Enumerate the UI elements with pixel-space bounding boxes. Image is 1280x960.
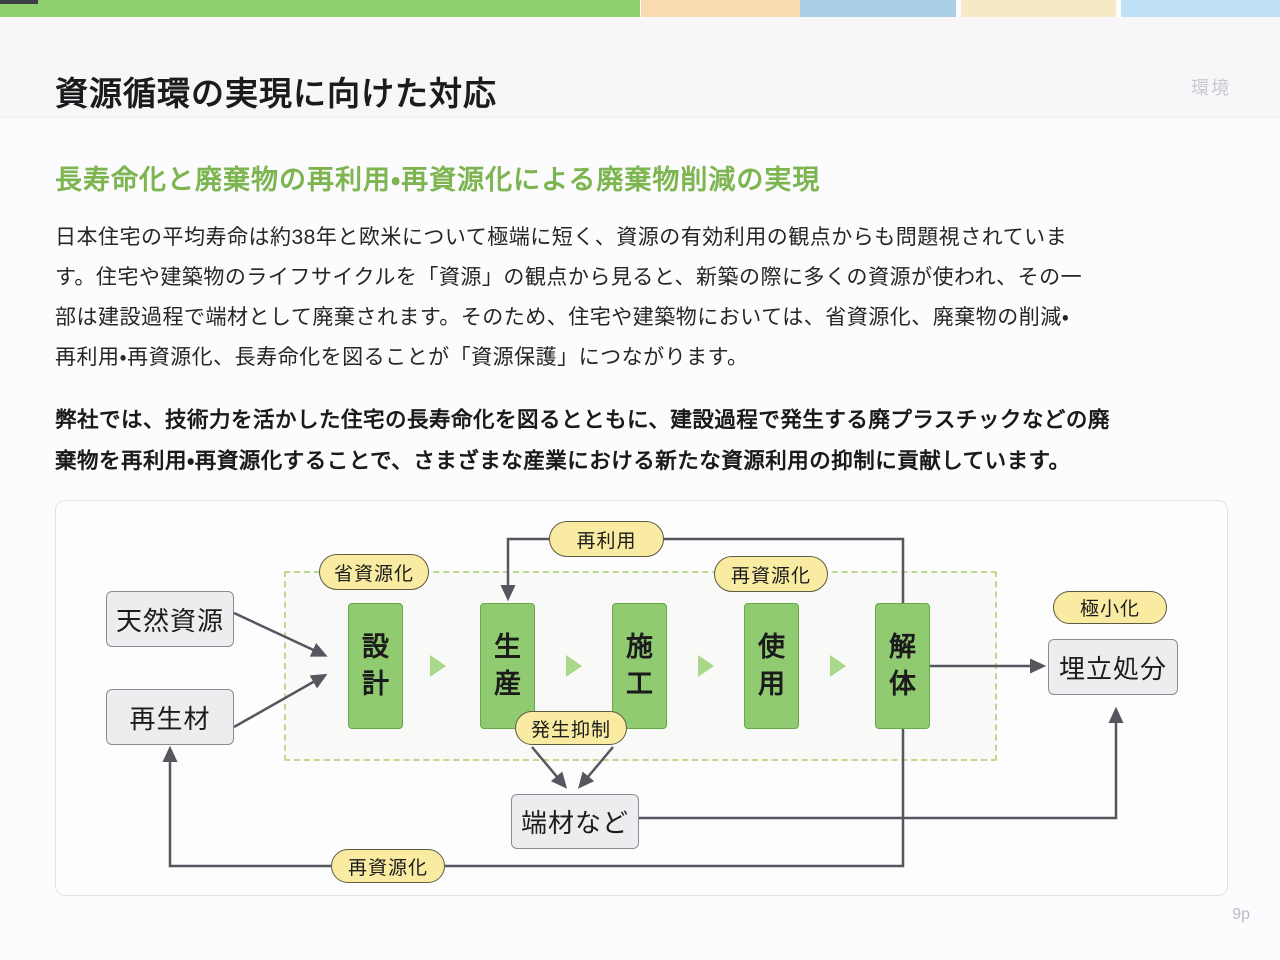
pill-reuse: 再利用 (549, 521, 664, 557)
recycled-to-design-line (233, 673, 328, 729)
flow-triangle-icon (430, 655, 446, 677)
source-box-recycled-material: 再生材 (106, 689, 234, 745)
topbar-segment-green (0, 0, 640, 17)
intro-paragraph: 日本住宅の平均寿命は約38年と欧米について極端に短く、資源の有効利用の観点からも… (55, 218, 1082, 378)
stage-box-demolition: 解体 (875, 603, 930, 729)
topbar-segment-peach (641, 0, 800, 17)
pill-recycle-bottom: 再資源化 (331, 849, 445, 883)
topbar-corner-mark (0, 0, 38, 4)
pill-recycle-top: 再資源化 (714, 556, 828, 592)
offcut-box: 端材など (511, 794, 639, 849)
stage-box-design: 設計 (348, 603, 403, 729)
section-heading: 長寿命化と廃棄物の再利用・再資源化による廃棄物削減の実現 (55, 165, 821, 195)
slide-header: 資源循環の実現に向けた対応 環境 (0, 17, 1280, 118)
emphasis-line: 棄物を再利用・再資源化することで、さまざまな産業における新たな資源利用の抑制に貢… (55, 449, 1071, 473)
intro-line: 部は建設過程で端材として廃棄されます。そのため、住宅や建築物においては、省資源化… (55, 306, 1070, 329)
topbar-segment-blue (800, 0, 956, 17)
intro-line: す。住宅や建築物のライフサイクルを「資源」の観点から見ると、新築の際に多くの資源… (55, 266, 1083, 289)
category-label: 環境 (1191, 78, 1231, 98)
stage-box-use: 使用 (744, 603, 799, 729)
pill-minimize: 極小化 (1053, 591, 1167, 624)
page-title: 資源循環の実現に向けた対応 (55, 75, 497, 112)
pill-save-resources: 省資源化 (319, 554, 429, 590)
offcut-to-landfill-line (639, 706, 1124, 820)
stage-box-production: 生産 (480, 603, 535, 729)
flow-arrows (162, 537, 1124, 868)
intro-line: 日本住宅の平均寿命は約38年と欧米について極端に短く、資源の有効利用の観点からも… (55, 226, 1068, 249)
stage-box-construction: 施工 (612, 603, 667, 729)
topbar-segment-lightblue (1121, 0, 1280, 17)
page-number: 9p (1232, 906, 1250, 923)
intro-line: 再利用・再資源化、長寿命化を図ることが「資源保護」につながります。 (55, 346, 749, 369)
topbar-segment-cream (961, 0, 1116, 17)
suppress-left-line (531, 746, 568, 789)
flow-triangle-icon (566, 655, 582, 677)
flow-triangle-icon (698, 655, 714, 677)
reuse-loop-line (500, 537, 905, 603)
natural-to-design-line (233, 611, 328, 657)
source-box-natural-resources: 天然資源 (106, 591, 234, 647)
resource-cycle-diagram: 天然資源 再生材 設計 生産 施工 使用 解体 埋立処分 端材など 省資源化 再… (55, 500, 1228, 896)
flow-triangle-icon (830, 655, 846, 677)
emphasis-paragraph: 弊社では、技術力を活かした住宅の長寿命化を図るとともに、建設過程で発生する廃プラ… (55, 400, 1110, 482)
recycle-return-line (162, 729, 905, 868)
emphasis-line: 弊社では、技術力を活かした住宅の長寿命化を図るとともに、建設過程で発生する廃プラ… (55, 408, 1110, 432)
suppress-right-line (577, 746, 614, 789)
landfill-box: 埋立処分 (1048, 639, 1178, 695)
top-color-bar (0, 0, 1280, 17)
pill-suppress-generation: 発生抑制 (515, 711, 627, 745)
